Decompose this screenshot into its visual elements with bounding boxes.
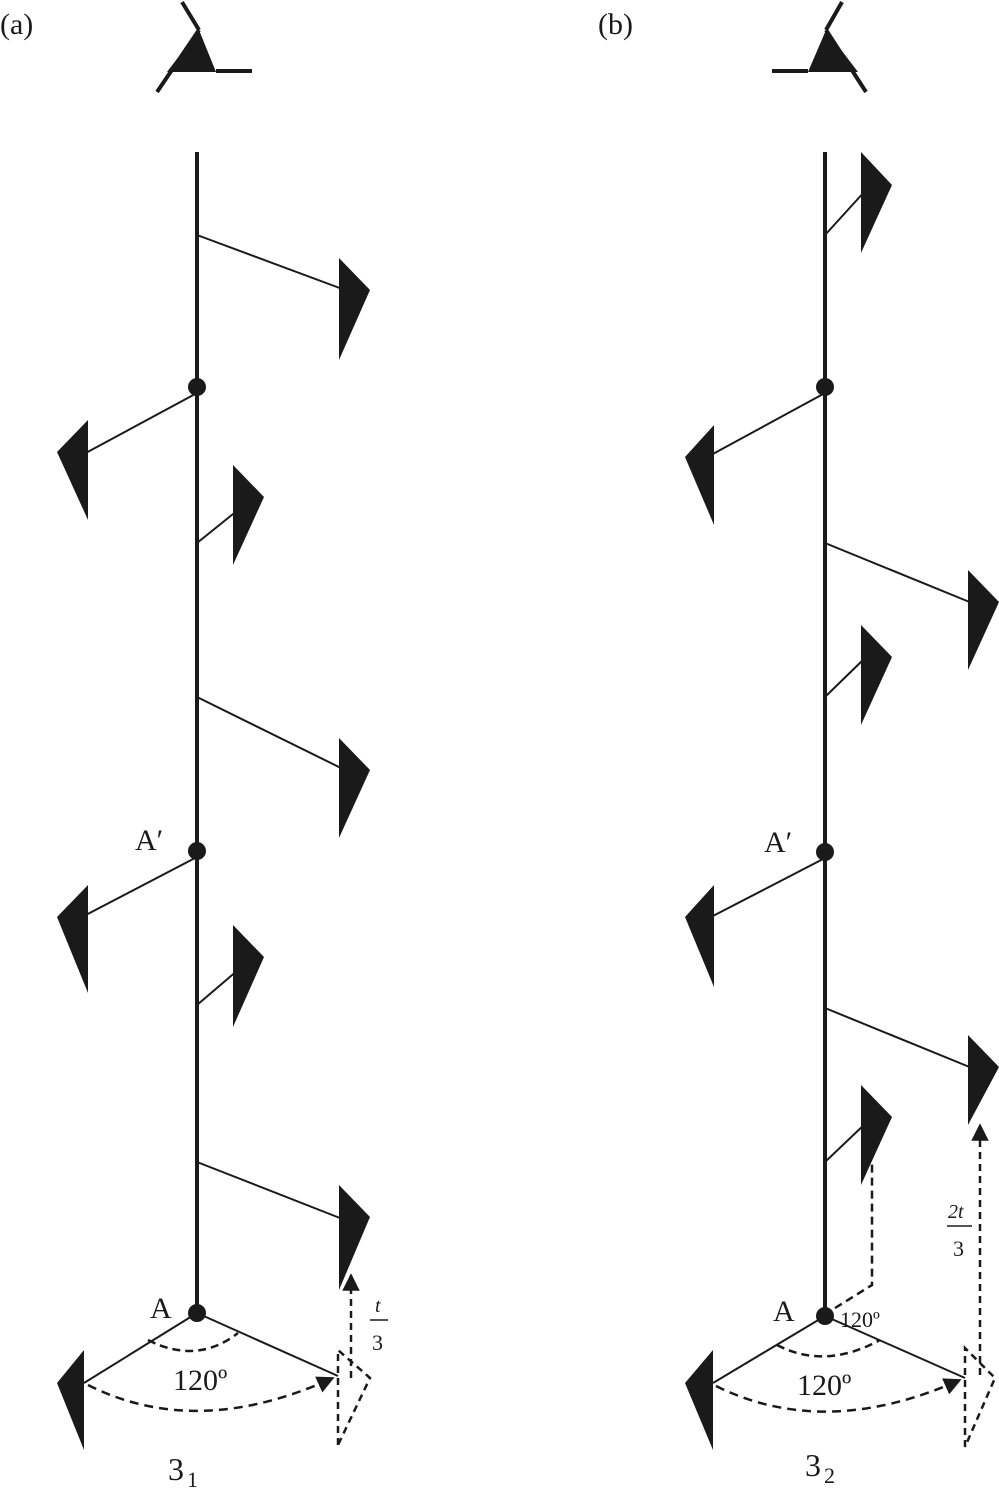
panel-a-ghost-flag: [336, 1347, 372, 1446]
panel-a-base-flag-left: [57, 1312, 198, 1450]
panel-b-translation-denominator: 3: [953, 1236, 964, 1261]
panel-b-flag-right-2: [824, 1007, 999, 1125]
panel-b-axis-subscript: 2: [824, 1463, 835, 1488]
panel-a-flag-right-3: [196, 1161, 370, 1290]
panel-b-ghost-path-near: [834, 1160, 874, 1310]
panel-a-flag-right-2: [196, 696, 370, 838]
panel-a-axis-subscript: 1: [187, 1467, 198, 1488]
panel-b-flag-near-2: [824, 625, 892, 725]
panel-a-flag-near-2: [196, 925, 264, 1027]
panel-a-flag-near-1: [196, 465, 264, 565]
panel-a-lattice-point-A-prime: [188, 842, 206, 860]
panel-b-flag-right-1: [824, 542, 999, 670]
panel-b-lattice-point-upper: [816, 378, 834, 396]
panel-b-point-A-label: A: [773, 1295, 795, 1328]
panel-b-lattice-point-A-prime: [816, 843, 834, 861]
panel-b-small-angle-label: 120º: [840, 1307, 880, 1332]
panel-a-flag-left-2: [57, 856, 198, 993]
panel-a-flag-right-1: [196, 234, 370, 360]
panel-b-flag-left-1: [685, 392, 826, 525]
panel-a-translation-denominator: 3: [372, 1330, 383, 1355]
panel-a-rotation-arrow: [87, 1376, 335, 1413]
panel-b-angle-arc-small: [776, 1338, 881, 1358]
panel-a-translation-numerator: t: [375, 1295, 381, 1317]
panel-b-point-A-prime-label: A′: [764, 826, 792, 859]
panel-b-label: (b): [598, 8, 633, 41]
panel-b-axis-symbol: 3: [805, 1447, 821, 1483]
panel-a-label: (a): [0, 8, 33, 41]
panel-a-base-radius-right: [196, 1312, 339, 1377]
panel-b-base-radius-right: [824, 1315, 966, 1379]
panel-a-top-symbol: [155, 0, 252, 94]
panel-b-translation-numerator: 2t: [948, 1201, 964, 1223]
panel-a-lattice-point-upper: [188, 378, 206, 396]
panel-a-point-A-prime-label: A′: [135, 824, 163, 857]
panel-a-point-A-label: A: [150, 1292, 172, 1325]
panel-b-flag-left-2: [685, 857, 826, 987]
panel-b-flag-near-1: [824, 152, 892, 253]
panel-b-flag-near-3: [824, 1085, 892, 1185]
panel-a-angle-label: 120º: [173, 1364, 227, 1397]
panel-b-rotation-arrow: [715, 1378, 962, 1413]
panel-b-top-symbol: [772, 1, 868, 94]
panel-b-angle-label: 120º: [797, 1369, 851, 1402]
panel-a-angle-arc-small: [147, 1332, 239, 1353]
panel-a: (a): [0, 0, 388, 1492]
panel-a-flag-left-1: [57, 392, 198, 520]
panel-b-base-flag-left: [685, 1315, 826, 1450]
panel-a-axis-symbol: 3: [168, 1451, 184, 1487]
panel-b: (b): [598, 1, 999, 1488]
